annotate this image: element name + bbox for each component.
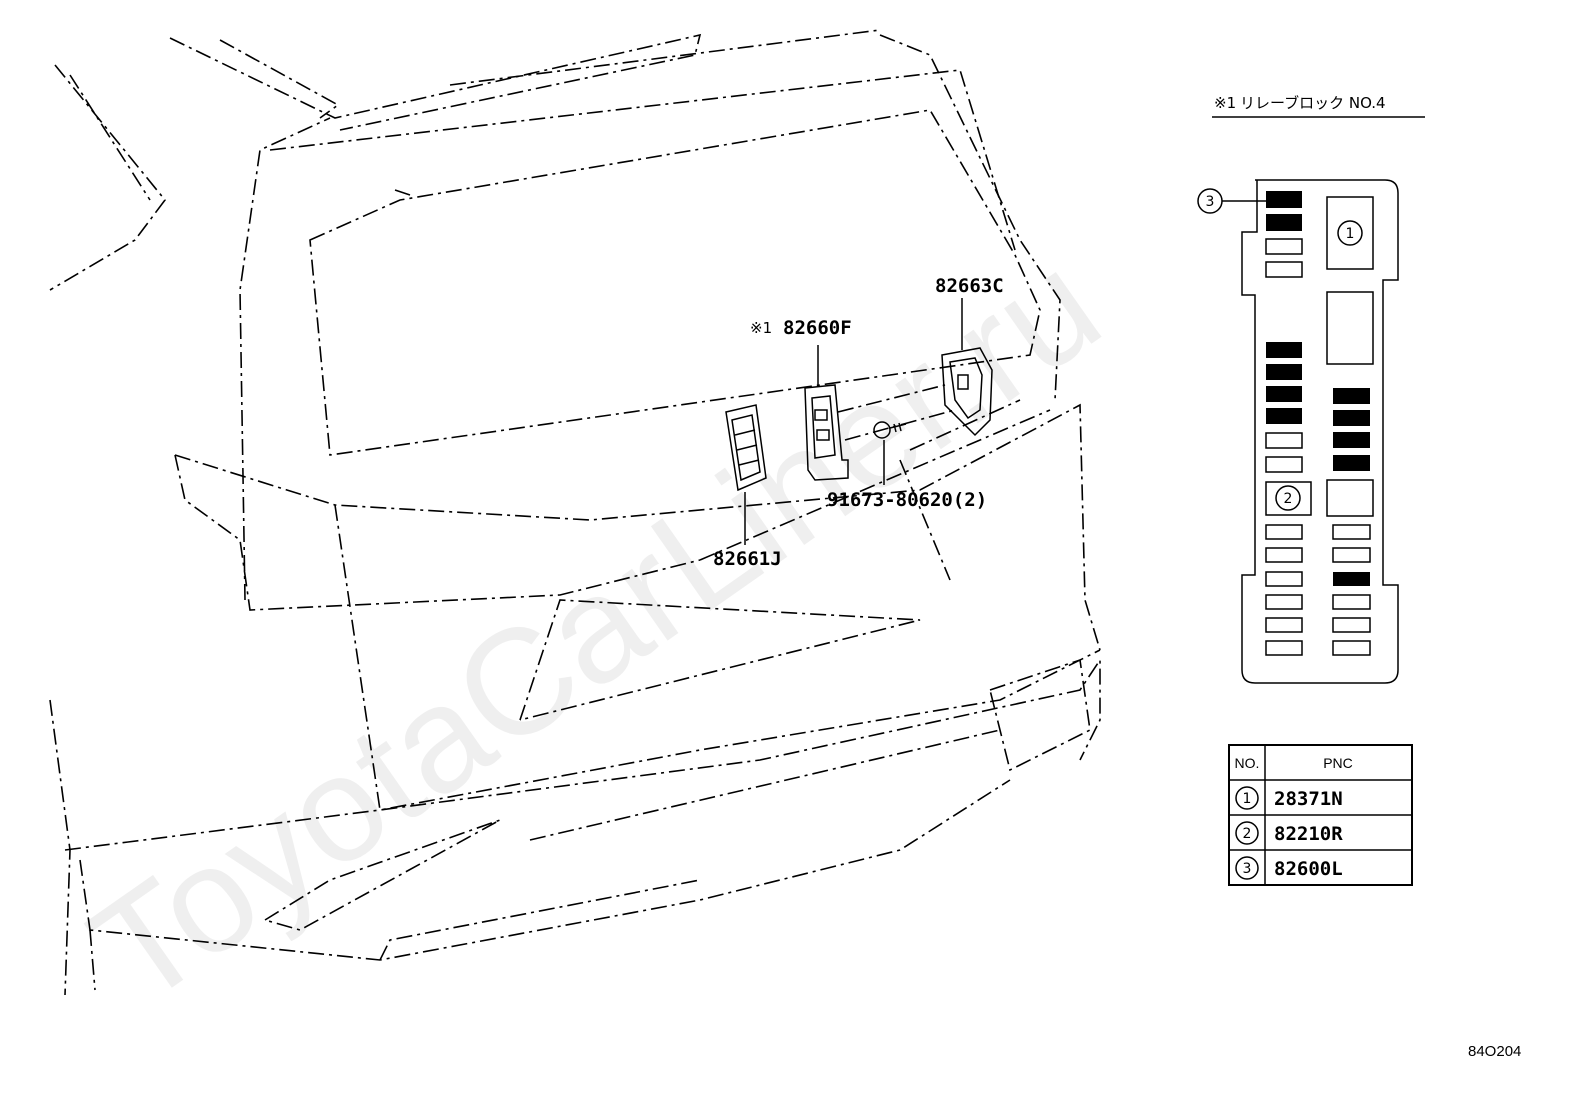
alignment-line-1 (837, 384, 946, 413)
svg-text:28371N: 28371N (1274, 788, 1343, 810)
drawing-code: 84O204 (1468, 1043, 1521, 1060)
svg-text:1: 1 (1346, 226, 1355, 242)
note-mark-82660F: ※1 (750, 319, 772, 337)
svg-text:82210R: 82210R (1274, 823, 1343, 845)
pnc-row-2[interactable]: 2 82210R (1235, 821, 1343, 845)
vehicle-rear-outline (49, 29, 1101, 996)
label-91673[interactable]: 91673-80620(2) (827, 489, 987, 511)
pnc-row-3[interactable]: 3 82600L (1235, 856, 1343, 880)
relay-note-title: リレーブロック NO.4 (1240, 94, 1386, 112)
pnc-table (1228, 744, 1413, 886)
pnc-row-1[interactable]: 1 28371N (1235, 786, 1343, 810)
relay-block-no4 (1241, 179, 1399, 684)
part-82660F-housing[interactable] (804, 384, 849, 481)
relay-marker-1[interactable]: 1 (1337, 220, 1363, 246)
part-82661J-lamp[interactable] (725, 404, 767, 492)
svg-text:3: 3 (1206, 194, 1215, 210)
svg-text:1: 1 (1243, 791, 1252, 807)
svg-text:3: 3 (1243, 861, 1252, 877)
svg-text:82600L: 82600L (1274, 858, 1343, 880)
relay-marker-2[interactable]: 2 (1275, 485, 1301, 511)
watermark: ToyotaCarLiner.ru (62, 219, 1128, 1036)
svg-text:2: 2 (1243, 826, 1252, 842)
svg-text:2: 2 (1284, 491, 1293, 507)
pnc-header-no: NO. (1235, 755, 1260, 771)
alignment-line-2 (844, 409, 956, 441)
label-82663C[interactable]: 82663C (935, 275, 1004, 297)
relay-note-mark: ※1 (1214, 94, 1236, 112)
relay-marker-3[interactable]: 3 (1197, 188, 1266, 214)
part-82663C-cover[interactable] (941, 347, 993, 437)
label-82661J[interactable]: 82661J (713, 548, 782, 570)
part-91673-screw[interactable] (873, 421, 907, 439)
label-82660F[interactable]: 82660F (783, 317, 852, 339)
pnc-header-pnc: PNC (1323, 755, 1353, 771)
